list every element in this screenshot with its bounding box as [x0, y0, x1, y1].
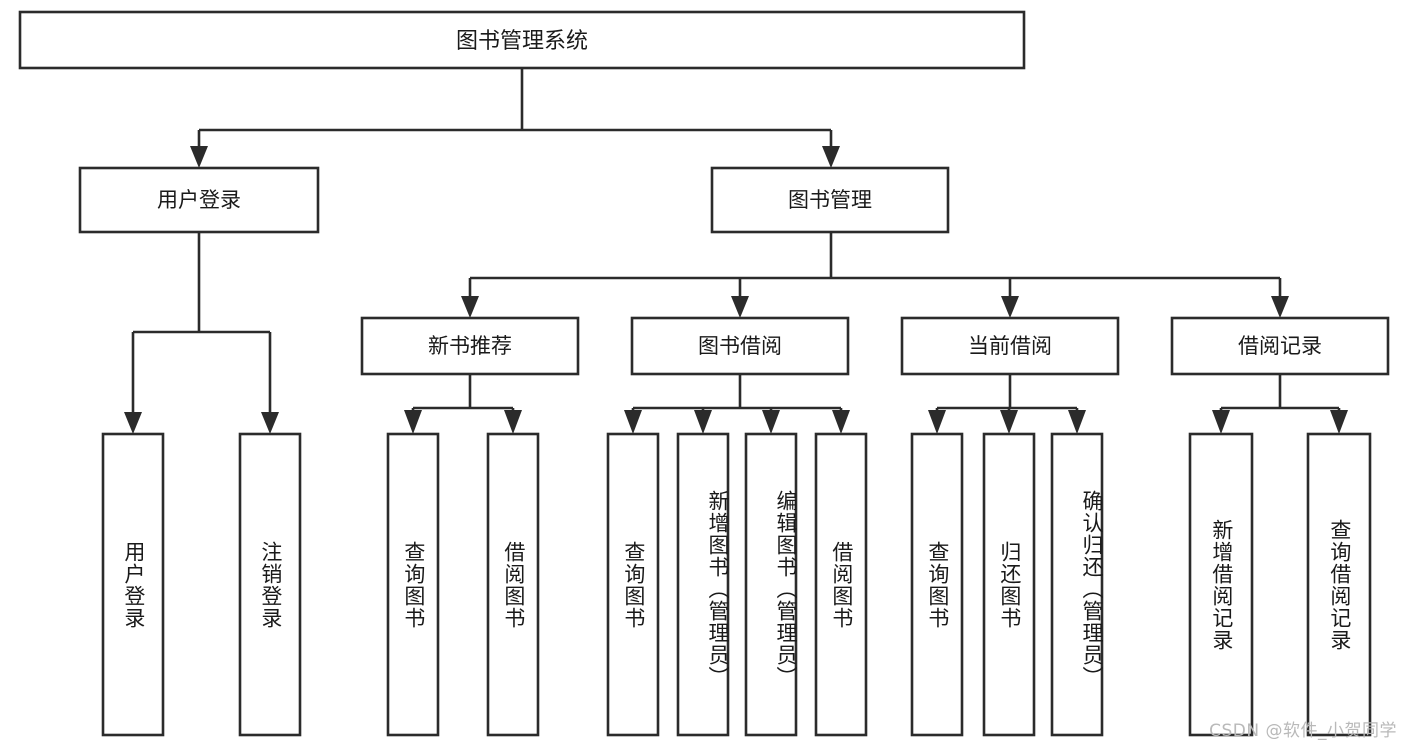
node-current-borrow[interactable]: 当前借阅 — [900, 316, 1120, 376]
node-borrow-record-box[interactable] — [1170, 316, 1390, 376]
connector-book-borrow-to-leaves — [624, 374, 850, 434]
node-new-book-recommend-label: 新书推荐 — [428, 334, 512, 358]
leaf-query-book-2-box[interactable] — [606, 432, 660, 737]
arrowhead-book-borrow — [731, 296, 749, 318]
node-book-borrow[interactable]: 图书借阅 — [630, 316, 850, 376]
arrowhead-new-book-recommend — [461, 296, 479, 318]
arrowhead-leaf-borrow-book-2 — [832, 410, 850, 434]
connector-current-borrow-to-leaves — [928, 374, 1086, 434]
connector-new-book-recommend-to-leaves — [404, 374, 522, 434]
leaf-confirm-return-box[interactable] — [1050, 432, 1104, 737]
leaf-borrow-book-1-box[interactable] — [486, 432, 540, 737]
leaf-return-book-box[interactable] — [982, 432, 1036, 737]
leaf-query-borrow-record-box[interactable] — [1306, 432, 1372, 737]
arrowhead-leaf-query-book-1 — [404, 410, 422, 434]
arrowhead-leaf-borrow-book-1 — [504, 410, 522, 434]
watermark-text: CSDN @软件_小贺同学 — [1209, 721, 1397, 741]
leaf-boxes-layer — [101, 432, 1372, 737]
node-new-book-recommend-box[interactable] — [360, 316, 580, 376]
leaf-borrow-book-2-box[interactable] — [814, 432, 868, 737]
arrowhead-leaf-query-book-2 — [624, 410, 642, 434]
node-book-manage[interactable]: 图书管理 — [710, 166, 950, 234]
connectors-layer — [124, 68, 1348, 434]
node-book-manage-box[interactable] — [710, 166, 950, 234]
arrowhead-leaf-edit-book-admin — [762, 410, 780, 434]
connector-book-manage-to-level3 — [461, 232, 1289, 318]
leaf-query-book-3-box[interactable] — [910, 432, 964, 737]
arrowhead-leaf-return-book — [1000, 410, 1018, 434]
arrowhead-leaf-query-book-3 — [928, 410, 946, 434]
arrowhead-leaf-add-book-admin — [694, 410, 712, 434]
connector-root-to-level2 — [190, 68, 840, 168]
node-root-label: 图书管理系统 — [456, 29, 588, 54]
arrowhead-leaf-query-borrow-record — [1330, 410, 1348, 434]
leaf-add-book-admin-box[interactable] — [676, 432, 730, 737]
node-book-borrow-label: 图书借阅 — [698, 334, 782, 358]
node-book-manage-label: 图书管理 — [788, 188, 872, 212]
arrowhead-leaf-confirm-return — [1068, 410, 1086, 434]
leaf-add-borrow-record-box[interactable] — [1188, 432, 1254, 737]
node-current-borrow-label: 当前借阅 — [968, 334, 1052, 358]
node-new-book-recommend[interactable]: 新书推荐 — [360, 316, 580, 376]
leaf-edit-book-admin-box[interactable] — [744, 432, 798, 737]
node-book-borrow-box[interactable] — [630, 316, 850, 376]
node-user-login-box[interactable] — [78, 166, 320, 234]
leaf-query-book-1-box[interactable] — [386, 432, 440, 737]
node-root[interactable]: 图书管理系统 — [18, 10, 1026, 70]
arrowhead-current-borrow — [1001, 296, 1019, 318]
arrowhead-leaf-add-borrow-record — [1212, 410, 1230, 434]
arrowhead-borrow-record — [1271, 296, 1289, 318]
node-borrow-record[interactable]: 借阅记录 — [1170, 316, 1390, 376]
arrowhead-leaf-logout-login — [261, 412, 279, 434]
node-user-login[interactable]: 用户登录 — [78, 166, 320, 234]
connector-user-login-to-leaves — [124, 232, 279, 434]
leaf-user-login-box[interactable] — [101, 432, 165, 737]
arrowhead-book-manage — [822, 146, 840, 168]
arrowhead-user-login — [190, 146, 208, 168]
node-current-borrow-box[interactable] — [900, 316, 1120, 376]
node-borrow-record-label: 借阅记录 — [1238, 334, 1322, 358]
connector-borrow-record-to-leaves — [1212, 374, 1348, 434]
arrowhead-leaf-user-login — [124, 412, 142, 434]
leaf-logout-login-box[interactable] — [238, 432, 302, 737]
node-user-login-label: 用户登录 — [157, 188, 241, 212]
node-root-box[interactable] — [18, 10, 1026, 70]
